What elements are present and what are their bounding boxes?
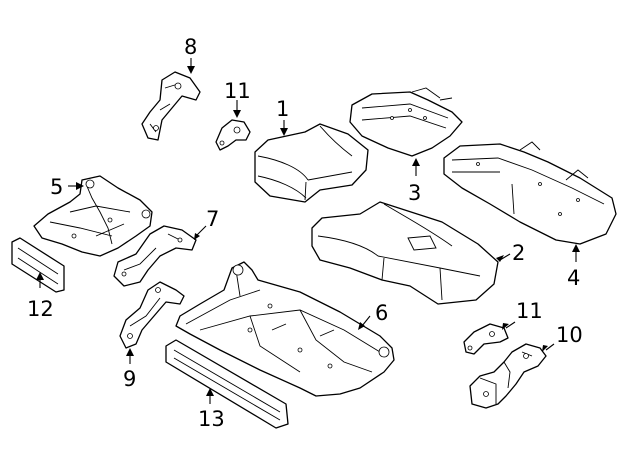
callout-12: 12: [27, 297, 54, 321]
part-10-hinge-bracket[interactable]: [469, 343, 547, 409]
part-9-bracket[interactable]: [119, 281, 185, 349]
leader-lines: [36, 58, 580, 404]
part-6-seat-frame[interactable]: [175, 261, 395, 397]
part-7-bracket[interactable]: [113, 225, 197, 287]
callout-3: 3: [408, 181, 421, 205]
callout-5: 5: [50, 175, 63, 199]
part-13-trim-strip[interactable]: [165, 339, 289, 429]
callout-9: 9: [123, 367, 136, 391]
callout-10: 10: [556, 323, 583, 347]
callout-6: 6: [375, 301, 388, 325]
part-12-trim-strip[interactable]: [11, 237, 65, 293]
part-4-seatback-frame[interactable]: [443, 141, 617, 245]
callout-11-upper: 11: [224, 79, 251, 103]
callout-7: 7: [206, 207, 219, 231]
part-1-seat-cushion[interactable]: [254, 123, 369, 203]
part-2-seatback-cushion[interactable]: [311, 201, 499, 305]
part-3-cushion-frame[interactable]: [349, 87, 463, 157]
callout-4: 4: [567, 266, 580, 290]
callout-13: 13: [198, 407, 225, 431]
callout-1: 1: [276, 97, 289, 121]
callout-8: 8: [184, 35, 197, 59]
callout-2: 2: [512, 241, 525, 265]
part-5-seat-riser[interactable]: [33, 175, 153, 257]
part-11-bracket-lower[interactable]: [463, 323, 509, 355]
callout-11-lower: 11: [516, 299, 543, 323]
part-11-bracket-upper[interactable]: [215, 119, 251, 151]
part-8-bracket[interactable]: [141, 71, 201, 141]
